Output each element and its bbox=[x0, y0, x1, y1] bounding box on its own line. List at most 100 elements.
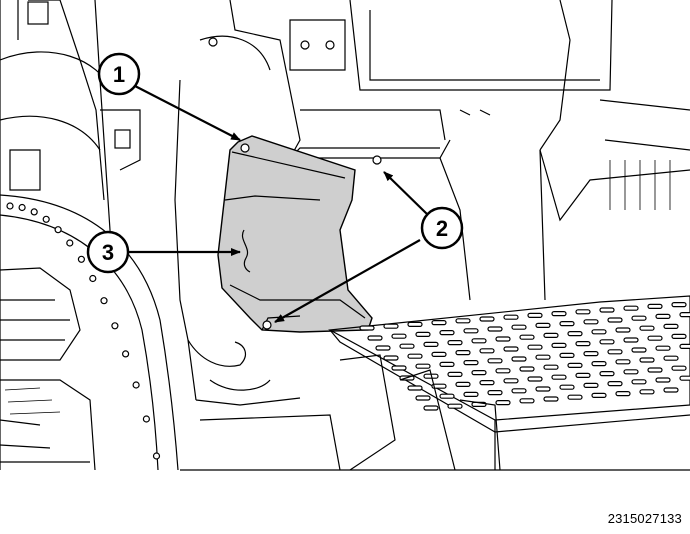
plate-slot bbox=[431, 383, 447, 389]
plate-slot bbox=[663, 355, 679, 361]
arch-hole bbox=[111, 322, 119, 330]
plate-slot bbox=[399, 343, 415, 349]
arch-hole bbox=[89, 274, 97, 283]
plate-slot bbox=[487, 390, 503, 396]
plate-slot bbox=[623, 369, 639, 375]
plate-slot bbox=[615, 359, 631, 365]
plate-slot bbox=[391, 333, 407, 339]
plate-slot bbox=[551, 374, 567, 380]
arch-hole bbox=[18, 203, 26, 212]
plate-slot bbox=[607, 317, 623, 323]
plate-slot bbox=[663, 387, 679, 393]
plate-slot bbox=[655, 345, 671, 351]
figure-id: 2315027133 bbox=[607, 511, 682, 526]
plate-slot bbox=[607, 349, 623, 355]
lower-brackets bbox=[180, 354, 690, 471]
callout-1-label: 1 bbox=[113, 62, 125, 87]
plate-slot bbox=[407, 385, 423, 391]
plate-slot bbox=[415, 363, 431, 369]
plate-slot bbox=[639, 325, 655, 331]
plate-slot bbox=[663, 323, 679, 329]
plate-slot bbox=[383, 355, 399, 361]
plate-slot bbox=[455, 350, 471, 356]
floor-plate bbox=[328, 295, 690, 470]
plate-slot bbox=[535, 354, 551, 360]
plate-slot bbox=[527, 312, 543, 318]
plate-slot bbox=[567, 394, 583, 400]
plate-slot bbox=[551, 311, 567, 317]
arch-hole bbox=[152, 452, 161, 460]
plate-slot bbox=[535, 322, 551, 328]
arch-hole bbox=[142, 415, 150, 423]
callout-2: 2 bbox=[420, 206, 464, 250]
plate-slot bbox=[407, 321, 423, 327]
plate-slot bbox=[407, 353, 423, 359]
plate-slot bbox=[647, 367, 663, 373]
plate-slot bbox=[439, 393, 455, 399]
plate-slot bbox=[479, 348, 495, 354]
leader-arrow-1 bbox=[134, 85, 241, 141]
plate-slot bbox=[671, 333, 687, 339]
plate-slot bbox=[519, 366, 535, 372]
plate-slot bbox=[463, 360, 479, 366]
plate-slot bbox=[679, 312, 690, 318]
plate-slot bbox=[655, 313, 671, 319]
plate-slot bbox=[511, 324, 527, 330]
plate-slot bbox=[447, 371, 463, 377]
plate-slot bbox=[463, 328, 479, 334]
plate-slot bbox=[431, 351, 447, 357]
plate-slot bbox=[519, 398, 535, 404]
plate-slot bbox=[431, 320, 447, 326]
plate-slot bbox=[631, 315, 647, 321]
plate-slot bbox=[495, 336, 511, 342]
plate-slot bbox=[543, 332, 559, 338]
dashboard-duct-assembly bbox=[208, 0, 690, 301]
arch-hole bbox=[132, 381, 140, 389]
plate-slot bbox=[591, 329, 607, 335]
plate-slot bbox=[439, 361, 455, 367]
leader-arrow-2a bbox=[383, 171, 429, 216]
plate-slot bbox=[671, 365, 687, 371]
plate-slot bbox=[447, 340, 463, 346]
plate-slot bbox=[639, 389, 655, 395]
plate-slot bbox=[503, 346, 519, 352]
plate-slot bbox=[423, 405, 439, 411]
arch-hole bbox=[77, 255, 86, 263]
plate-slot bbox=[647, 303, 663, 309]
plate-slot bbox=[559, 321, 575, 327]
plate-slot bbox=[415, 395, 431, 401]
plate-slot bbox=[367, 335, 383, 341]
plate-slot bbox=[671, 302, 687, 308]
plate-slot bbox=[599, 371, 615, 377]
plate-slot bbox=[623, 337, 639, 343]
leader-arrow-2b bbox=[274, 239, 421, 323]
plate-slot bbox=[479, 316, 495, 322]
plate-slot bbox=[375, 345, 391, 351]
plate-slot bbox=[551, 342, 567, 348]
plate-slot bbox=[527, 344, 543, 350]
arch-hole bbox=[54, 226, 62, 234]
plate-slot bbox=[583, 351, 599, 357]
plate-slot bbox=[487, 326, 503, 332]
callout-2-label: 2 bbox=[436, 216, 448, 241]
a-pillar-structure bbox=[0, 0, 141, 470]
plate-slot bbox=[511, 388, 527, 394]
plate-slot bbox=[527, 376, 543, 382]
plate-slot bbox=[679, 343, 690, 349]
plate-slot bbox=[463, 391, 479, 397]
plate-slot bbox=[359, 325, 375, 331]
plate-slot bbox=[607, 381, 623, 387]
plate-slot bbox=[559, 384, 575, 390]
plate-slot bbox=[575, 372, 591, 378]
plate-slot bbox=[519, 334, 535, 340]
plate-slot bbox=[599, 307, 615, 313]
plate-slot bbox=[583, 382, 599, 388]
plate-slot bbox=[567, 362, 583, 368]
plate-slot bbox=[679, 375, 690, 381]
center-column bbox=[174, 35, 301, 406]
plate-slot bbox=[447, 403, 463, 409]
plate-slot bbox=[575, 309, 591, 315]
plate-slot bbox=[615, 327, 631, 333]
wheel-arch bbox=[0, 194, 179, 471]
